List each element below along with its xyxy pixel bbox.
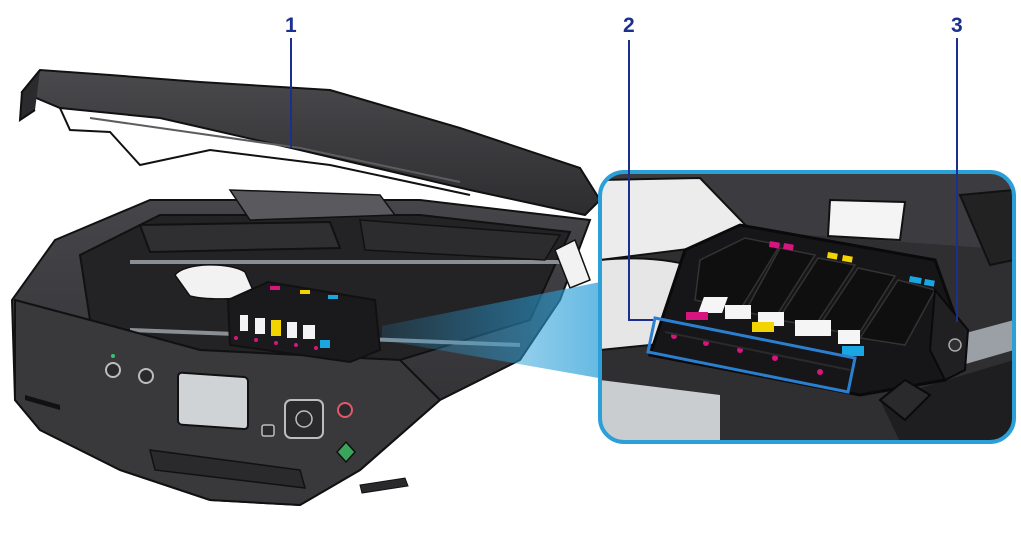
ink-tanks bbox=[686, 237, 937, 356]
callout-3: 3 bbox=[951, 14, 963, 322]
zoom-inset-frame bbox=[598, 170, 1016, 444]
callout-2-leader bbox=[628, 40, 653, 321]
printer bbox=[10, 68, 602, 507]
start-button bbox=[335, 440, 357, 464]
home-button bbox=[138, 368, 154, 384]
power-button bbox=[105, 362, 121, 378]
callout-2: 2 bbox=[623, 14, 653, 321]
callout-1: 1 bbox=[285, 14, 297, 148]
ink-lamp-stubs bbox=[234, 336, 318, 350]
power-lamp bbox=[111, 354, 115, 358]
print-head-holder bbox=[646, 223, 970, 422]
zoom-inset bbox=[598, 170, 1016, 444]
print-head-holder-small bbox=[226, 280, 382, 364]
zoom-beam bbox=[382, 280, 610, 380]
ink-tank-pigment-black bbox=[694, 237, 782, 311]
ink-lamps bbox=[646, 316, 857, 394]
callout-3-number: 3 bbox=[951, 14, 963, 37]
stop-button bbox=[337, 402, 353, 418]
scanning-unit-cover bbox=[18, 68, 602, 217]
touch-screen bbox=[177, 371, 249, 431]
callout-2-number: 2 bbox=[623, 14, 635, 37]
ink-tank-stubs bbox=[240, 286, 338, 348]
back-button bbox=[261, 424, 275, 437]
operation-panel bbox=[105, 354, 357, 464]
callout-1-number: 1 bbox=[285, 14, 297, 37]
